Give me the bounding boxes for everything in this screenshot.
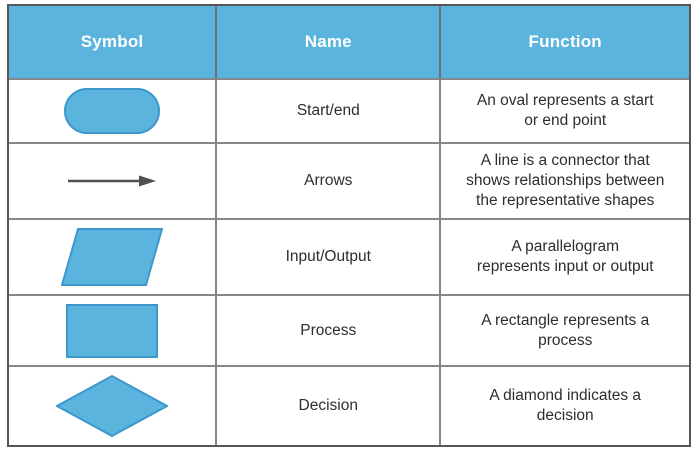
row-name: Input/Output: [285, 248, 371, 266]
table-row: Process A rectangle represents a process: [9, 293, 689, 366]
table-row: Decision A diamond indicates a decision: [9, 365, 689, 445]
row-name: Arrows: [304, 171, 353, 189]
row-function: A line is a connector that shows relatio…: [466, 152, 665, 209]
table-row: Input/Output A parallelogram represents …: [9, 218, 689, 294]
row-function: A diamond indicates a decision: [489, 387, 642, 425]
row-name: Start/end: [296, 101, 360, 119]
header-name: Name: [217, 6, 442, 78]
row-function: An oval represents a start or end point: [476, 91, 654, 129]
flowchart-symbols-table: Symbol Name Function Start/end An oval r…: [7, 4, 691, 447]
row-name: Process: [300, 321, 357, 339]
symbol-cell: [9, 367, 218, 445]
table-header-row: Symbol Name Function: [9, 6, 689, 78]
symbol-cell: [9, 295, 218, 366]
diamond-decision-icon: [56, 375, 169, 438]
symbol-cell: [9, 143, 218, 219]
row-name: Decision: [298, 397, 358, 415]
header-symbol: Symbol: [9, 6, 218, 78]
arrow-connector-icon: [67, 174, 157, 188]
symbol-cell: [9, 80, 218, 142]
symbol-cell: [9, 220, 218, 294]
table-row: Start/end An oval represents a start or …: [9, 78, 689, 142]
row-function: A parallelogram represents input or outp…: [476, 238, 654, 276]
oval-start-end-icon: [64, 87, 161, 134]
table-row: Arrows A line is a connector that shows …: [9, 141, 689, 219]
header-function: Function: [528, 32, 602, 51]
rectangle-process-icon: [66, 303, 159, 358]
parallelogram-input-output-icon: [61, 228, 164, 287]
row-function: A rectangle represents a process: [481, 311, 650, 349]
